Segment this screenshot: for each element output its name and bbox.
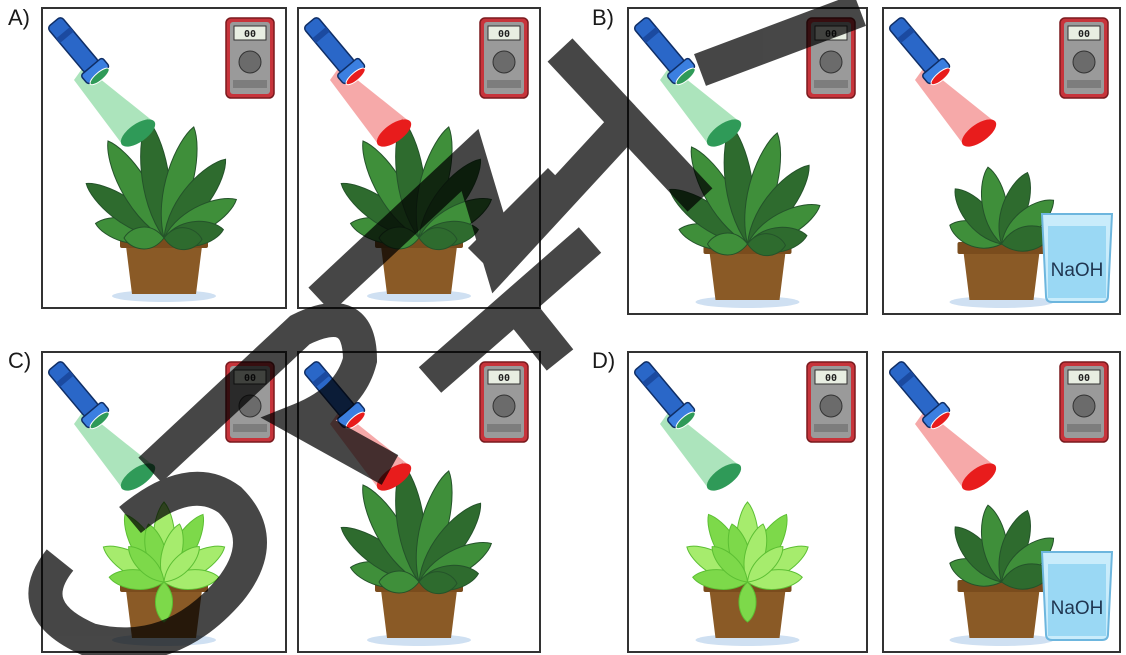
multimeter-dial: [1073, 51, 1095, 73]
multimeter-ports: [233, 80, 267, 88]
pot-body: [710, 252, 786, 300]
beaker-label: NaOH: [1051, 598, 1104, 619]
multimeter-dial: [820, 395, 842, 417]
pot-body: [381, 590, 457, 638]
multimeter-dial: [1073, 395, 1095, 417]
multimeter-reading: 00: [498, 29, 510, 40]
multimeter-ports: [233, 424, 267, 432]
pot-body: [964, 252, 1040, 300]
multimeter-dial: [820, 51, 842, 73]
multimeter-dial: [239, 51, 261, 73]
option-label-d: D): [592, 348, 615, 373]
multimeter-ports: [1067, 424, 1101, 432]
multimeter-ports: [1067, 80, 1101, 88]
experiment-panel: 00: [628, 352, 867, 652]
multimeter-dial: [493, 51, 515, 73]
multimeter-reading: 00: [244, 29, 256, 40]
pot-body: [964, 590, 1040, 638]
multimeter-ports: [814, 80, 848, 88]
multimeter-reading: 00: [825, 373, 837, 384]
experiment-panel: 00: [42, 8, 286, 308]
beaker-label: NaOH: [1051, 260, 1104, 281]
option-label-b: B): [592, 5, 614, 30]
multimeter-ports: [487, 424, 521, 432]
multimeter-reading: 00: [1078, 373, 1090, 384]
pot-body: [126, 246, 202, 294]
multimeter-reading: 00: [498, 373, 510, 384]
multimeter-ports: [487, 80, 521, 88]
multimeter-ports: [814, 424, 848, 432]
option-label-c: C): [8, 348, 31, 373]
multimeter-dial: [493, 395, 515, 417]
option-label-a: A): [8, 5, 30, 30]
multimeter-reading: 00: [1078, 29, 1090, 40]
